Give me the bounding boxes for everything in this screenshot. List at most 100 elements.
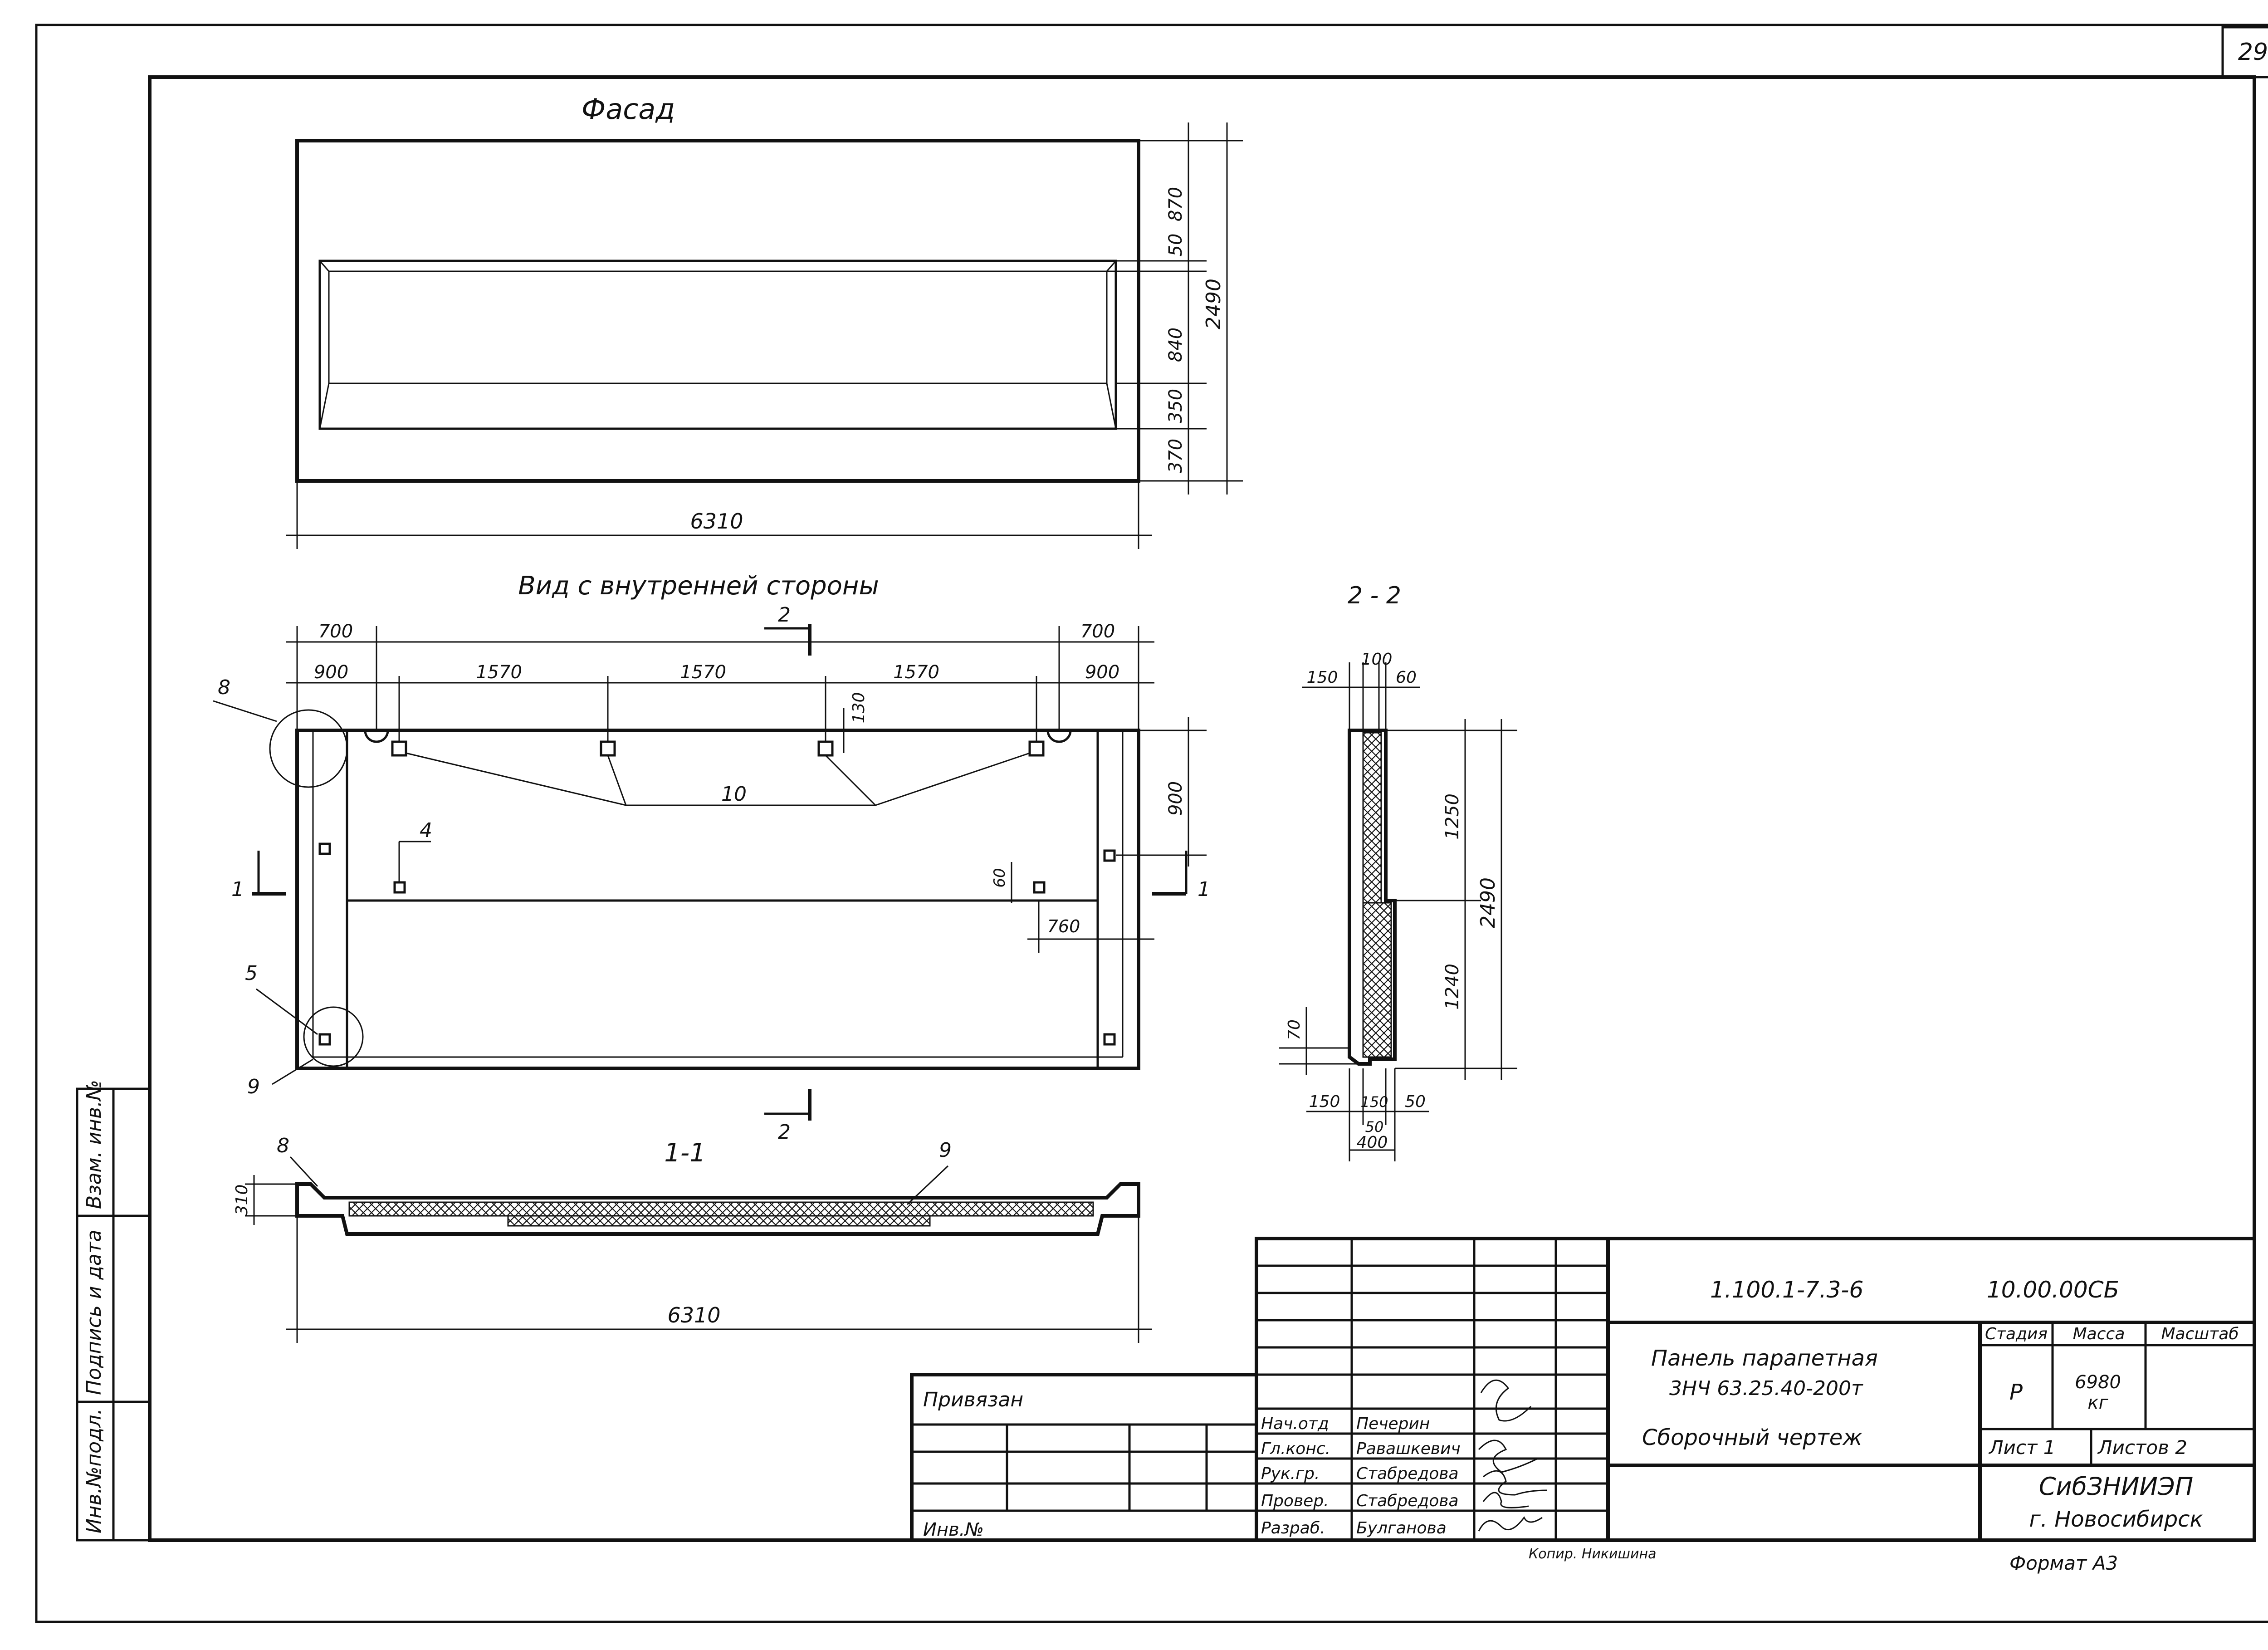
sheet-number-box: 29 [2221,26,2268,78]
title-line-2: 3НЧ 63.25.40-200т [1669,1377,1863,1400]
copied-by: Копир. Никишина [1529,1546,1657,1562]
facade-dim-350: 350 [1165,389,1186,423]
s22-dim-400: 400 [1357,1133,1388,1152]
facade-panel-inner [328,270,1108,384]
dim-700-left: 700 [318,621,353,642]
dim-900-left: 900 [314,662,348,683]
inner-view: Вид с внутренней стороны 10 8 [213,571,1210,1144]
facade-title: Фасад [582,93,675,126]
section-mark-1-right: 1 [1198,878,1210,901]
section-1-1-insulation-inner [507,1215,931,1227]
title-line-1: Панель парапетная [1651,1346,1878,1371]
section-2-2-profile [1348,729,1397,1066]
section-2-2: 2 - 2 100 150 60 1250 1240 2490 70 150 [1279,582,1517,1161]
callout-10: 10 [721,783,747,806]
callout-9: 9 [247,1075,260,1098]
facade-dim-370: 370 [1165,439,1186,473]
org-city: г. Новосибирск [2029,1507,2203,1532]
name-1: Равашкевич [1356,1439,1461,1458]
s22-dim-70: 70 [1285,1019,1304,1040]
doc-code: 1.100.1-7.3-6 [1710,1277,1863,1303]
s22-dim-2490: 2490 [1476,877,1500,928]
outer-frame [35,24,2268,1623]
sheet-number: 29 [2238,39,2268,66]
sheet-label: Лист 1 [1988,1436,2056,1459]
org-name: СибЗНИИЭП [2039,1472,2193,1501]
role-3: Провер. [1261,1492,1329,1510]
bound-label: Привязан [923,1388,1023,1411]
loop-4 [1028,740,1045,757]
stamp-podpis-data: Подпись и дата [83,1230,106,1395]
callout-8: 8 [218,676,230,699]
title-block: Привязан Инв.№ Нач.отд Гл.конс. Рук.гр. … [910,1237,2256,1542]
stage-header: Стадия [1985,1325,2048,1343]
inner-title: Вид с внутренней стороны [518,571,879,601]
facade-panel [318,259,1117,430]
mass-header: Масса [2073,1325,2125,1343]
section-1-1-title: 1-1 [664,1138,705,1168]
inv-label: Инв.№ [923,1519,984,1540]
s22-dim-150-mid: 150 [1360,1093,1388,1111]
role-1: Гл.конс. [1261,1439,1330,1458]
name-2: Стабредова [1356,1464,1459,1483]
scale-header: Масштаб [2161,1325,2239,1343]
dim-1570-a: 1570 [476,662,522,683]
dim-60: 60 [991,868,1009,887]
callout-5: 5 [245,962,258,985]
facade-dim-50: 50 [1165,234,1186,257]
role-2: Рук.гр. [1261,1464,1320,1483]
dim-900-right: 900 [1085,662,1119,683]
side-stamp: Инв.№подл. Подпись и дата Взам. инв.№ [76,1080,151,1542]
s22-dim-150: 150 [1307,668,1338,687]
stamp-inv-podl: Инв.№подл. [83,1408,106,1533]
title-line-3: Сборочный чертеж [1642,1425,1862,1450]
signatures [1478,1379,1547,1532]
facade-dim-870: 870 [1165,187,1186,221]
section-1-1: 1-1 8 9 310 6310 [233,1134,1152,1343]
facade-dim-6310: 6310 [690,509,743,534]
doc-number: 10.00.00СБ [1987,1277,2119,1303]
mass-unit: кг [2087,1392,2108,1413]
s11-dim-6310: 6310 [667,1303,720,1327]
dim-130: 130 [850,692,868,724]
section-mark-1-left: 1 [231,878,244,901]
loop-1 [391,740,407,757]
section-mark-2-bottom: 2 [778,1121,791,1144]
s22-dim-1240: 1240 [1442,964,1463,1010]
dim-1570-c: 1570 [893,662,939,683]
s22-dim-60: 60 [1396,668,1417,687]
stamp-vzam-inv: Взам. инв.№ [83,1080,106,1209]
loop-3 [817,740,834,757]
s11-callout-8: 8 [277,1134,289,1157]
section-2-2-insulation-upper [1362,732,1382,904]
dim-700-right: 700 [1080,621,1115,642]
s22-dim-1250: 1250 [1442,793,1463,840]
s22-dim-50-right: 50 [1405,1092,1426,1111]
sheets-label: Листов 2 [2097,1436,2187,1459]
section-mark-2-top: 2 [778,603,791,627]
format-label: Формат А3 [2009,1552,2118,1574]
dim-900-vertical: 900 [1165,781,1186,816]
section-2-2-insulation-lower [1362,902,1392,1058]
loop-2 [600,740,616,757]
dim-760: 760 [1047,916,1080,936]
s22-dim-50-lower: 50 [1365,1118,1384,1136]
facade-dim-840: 840 [1165,328,1186,362]
section-1-1-insulation-outer [348,1201,1094,1217]
section-2-2-title: 2 - 2 [1348,582,1401,609]
facade-dim-2490: 2490 [1202,279,1225,329]
facade-view: Фасад 870 50 840 350 370 2490 6310 [286,93,1243,549]
role-4: Разраб. [1261,1519,1325,1537]
stage-value: Р [2009,1380,2023,1405]
s22-dim-100: 100 [1361,650,1393,669]
role-0: Нач.отд [1261,1415,1329,1433]
facade-outline [295,139,1140,483]
s11-dim-310: 310 [233,1185,251,1216]
callout-4: 4 [420,819,432,842]
dim-1570-b: 1570 [680,662,726,683]
mass-value: 6980 [2075,1372,2121,1393]
name-3: Стабредова [1356,1492,1459,1510]
name-0: Печерин [1356,1415,1430,1433]
name-4: Булганова [1356,1519,1447,1537]
